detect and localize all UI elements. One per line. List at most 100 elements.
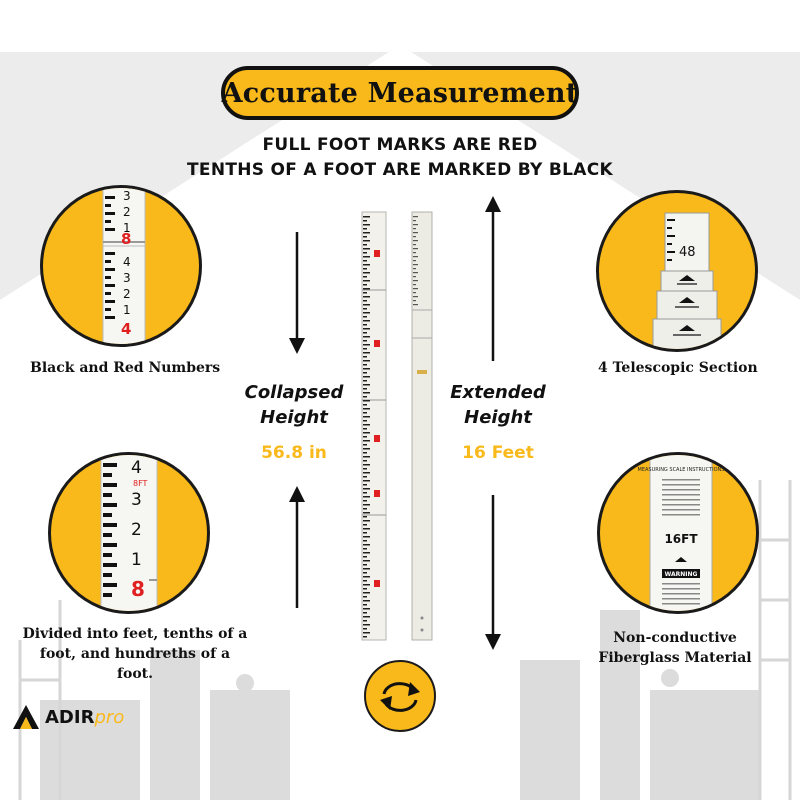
rod-tick	[363, 508, 367, 510]
rod-tick	[363, 424, 370, 426]
rod-tick	[363, 440, 370, 442]
rod-tick	[363, 552, 370, 554]
rod-tick	[363, 492, 367, 494]
rod-tick	[363, 560, 370, 562]
rod-tick	[363, 580, 367, 582]
rod-tick	[363, 556, 367, 558]
scale-num: 2	[123, 287, 131, 301]
rod-tick	[363, 536, 370, 538]
rod-tick	[363, 340, 367, 342]
cycle-arrows-icon	[364, 660, 436, 732]
collapsed-label-line2: Height	[260, 407, 328, 428]
rod-tick	[363, 376, 370, 378]
rod-tick	[363, 432, 370, 434]
rod-tick	[363, 284, 367, 286]
rod-tick	[363, 316, 367, 318]
rod-tick	[363, 452, 367, 454]
leveling-rods	[361, 211, 433, 641]
title-text: Accurate Measurement	[221, 77, 579, 109]
subtitle-line-1: FULL FOOT MARKS ARE RED	[262, 135, 538, 155]
rod-tick	[363, 344, 370, 346]
rod-tick	[413, 224, 418, 226]
rod-tick	[413, 260, 416, 262]
rod-tick	[363, 420, 367, 422]
rod-tick	[363, 360, 370, 362]
rod-collapsed-back	[411, 211, 433, 641]
brand-logo: ADIRpro	[12, 703, 124, 731]
rod-tick	[363, 568, 370, 570]
rod-tick	[363, 400, 370, 402]
rod-tick	[363, 632, 370, 634]
scale-num: 3	[131, 490, 142, 510]
brand-name-main: ADIR	[45, 706, 95, 728]
rod-tick	[363, 308, 367, 310]
caption-divisions: Divided into feet, tenths of a foot, and…	[20, 624, 250, 684]
closeup-telescopic: 48	[596, 190, 758, 352]
caption-fiberglass: Non-conductive Fiberglass Material	[585, 628, 765, 668]
scale-num: 4	[131, 458, 142, 478]
rod-tick	[363, 596, 367, 598]
rod-tick	[413, 300, 416, 302]
closeup-fiberglass: MEASURING SCALE INSTRUCTIONS 16FT WARNIN…	[597, 452, 759, 614]
rod-tick	[363, 276, 367, 278]
scale-red-label: 8FT	[133, 479, 148, 488]
rod-tick	[413, 236, 416, 238]
scale-num: 3	[123, 189, 131, 203]
rod-tick	[363, 608, 370, 610]
rod-tick	[413, 232, 418, 234]
rod-tick	[363, 488, 370, 490]
rod-tick	[363, 260, 367, 262]
rod-tick	[363, 396, 367, 398]
rod-tick	[363, 380, 367, 382]
rod-tick	[413, 268, 416, 270]
rod-tick	[363, 320, 370, 322]
rod-tick	[363, 600, 370, 602]
rod-tick	[413, 280, 418, 282]
rod-tick	[363, 256, 370, 258]
scale-red-num: 8	[131, 577, 145, 601]
rod-tick	[363, 464, 370, 466]
rod-tick	[363, 500, 367, 502]
rod-tick	[363, 272, 370, 274]
instruction-card-closeup: MEASURING SCALE INSTRUCTIONS 16FT WARNIN…	[638, 455, 725, 611]
rod-tick	[363, 572, 367, 574]
up-arrow-icon	[289, 486, 305, 608]
rod-tick	[363, 304, 370, 306]
card-heading: MEASURING SCALE INSTRUCTIONS	[638, 467, 725, 473]
rod-tick	[363, 312, 370, 314]
rod-tick	[363, 300, 367, 302]
rod-tick	[363, 228, 367, 230]
rod-tick	[363, 512, 370, 514]
rod-tick	[363, 548, 367, 550]
collapsed-label: Collapsed Height	[244, 380, 344, 430]
card-length-mark: 16FT	[664, 532, 698, 546]
extended-value: 16 Feet	[462, 443, 534, 463]
rod-tick	[363, 280, 370, 282]
rod-tick	[363, 268, 367, 270]
rod-tick	[363, 636, 367, 638]
rod-tick	[363, 472, 370, 474]
rod-tick	[363, 520, 370, 522]
scale-num: 3	[123, 271, 131, 285]
rod-tick	[363, 584, 370, 586]
rod-tick	[363, 444, 367, 446]
rod-tick	[363, 528, 370, 530]
scale-red-num: 8	[121, 230, 131, 248]
rod-tick	[363, 496, 370, 498]
down-arrow-icon	[485, 495, 501, 650]
rod-tick	[413, 216, 418, 218]
rod-tick	[413, 244, 416, 246]
rod-tick	[413, 228, 416, 230]
caption-black-red-numbers: Black and Red Numbers	[30, 360, 221, 376]
rod-tick	[363, 436, 367, 438]
rod-tick	[363, 288, 370, 290]
brand-name: ADIRpro	[45, 707, 124, 728]
rod-tick	[363, 412, 367, 414]
adir-logo-icon	[13, 705, 39, 729]
rod-tick	[413, 240, 418, 242]
extended-label-line2: Height	[464, 407, 532, 428]
caption-telescopic: 4 Telescopic Section	[598, 360, 758, 376]
rod-tick	[363, 408, 370, 410]
rod-tick	[363, 264, 370, 266]
scale-num: 2	[131, 520, 142, 540]
